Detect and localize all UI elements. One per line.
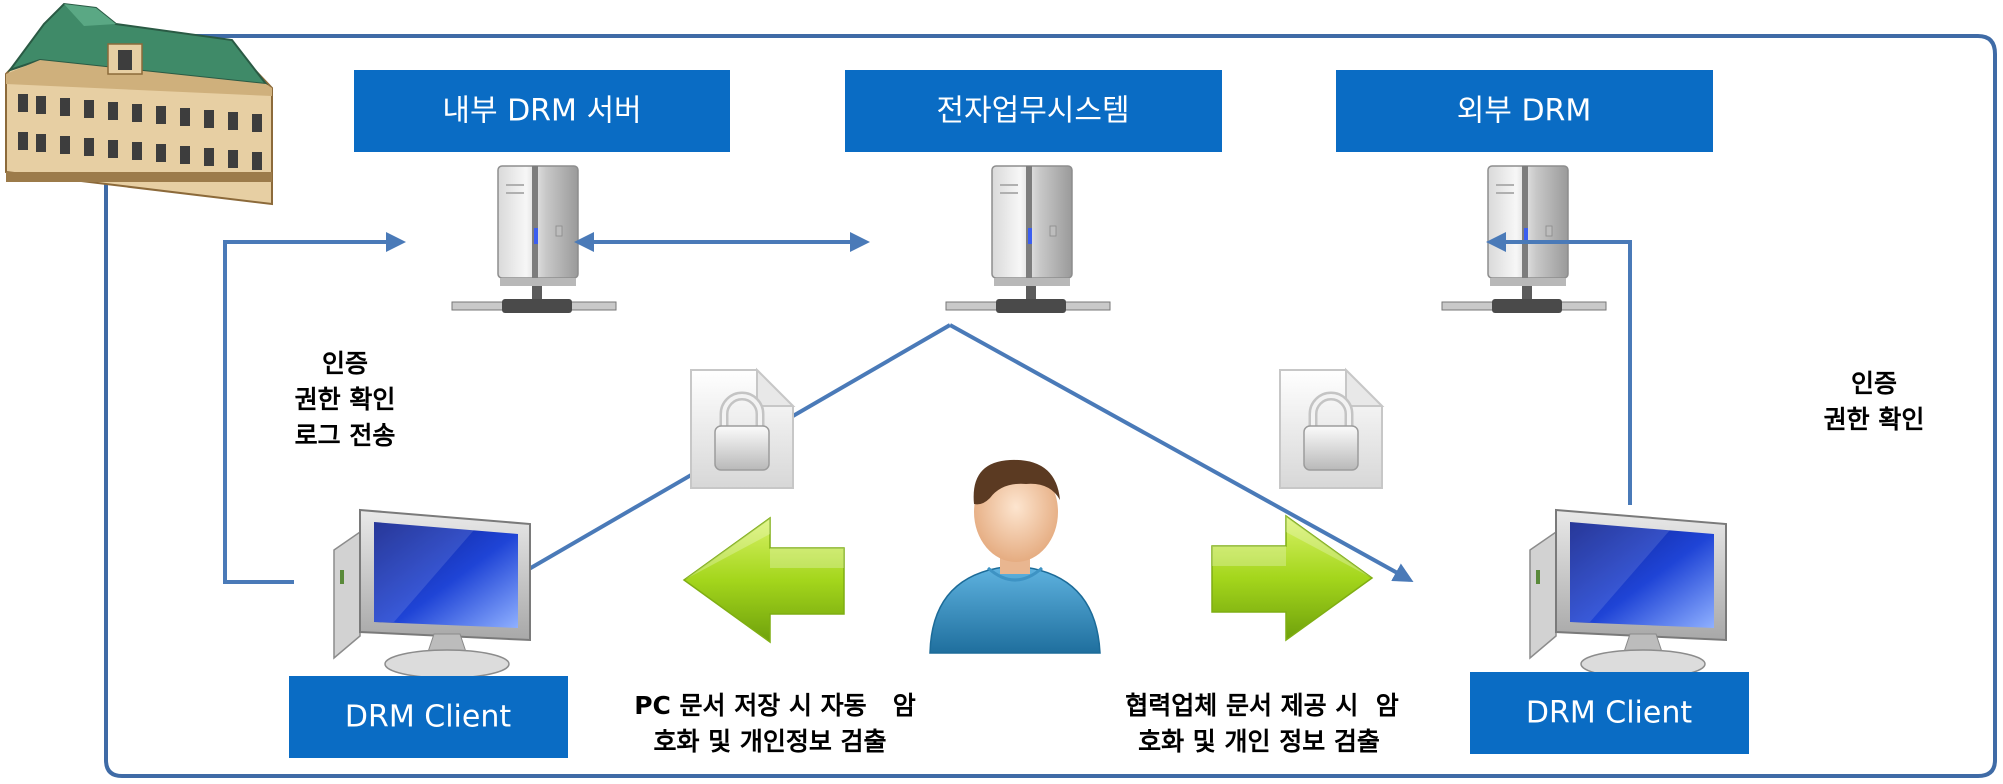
green-arrow-right-icon: [1211, 515, 1373, 641]
drm-client-left-label: DRM Client: [345, 700, 511, 735]
building-icon: [5, 2, 273, 206]
green-arrow-left-icon: [683, 517, 845, 643]
system-to-right-client-connector: [949, 323, 1414, 582]
right-auth-line-1: 인증: [1851, 369, 1897, 398]
external-drm-label: 외부 DRM: [1457, 94, 1592, 129]
drm-client-right-box: DRM Client: [1470, 672, 1749, 754]
bottom-left-line-1: PC 문서 저장 시 자동 암: [634, 691, 916, 720]
lock-document-icon-right: [1280, 370, 1382, 488]
outer-frame: [104, 34, 1997, 778]
electronic-system-label: 전자업무시스템: [936, 94, 1129, 129]
system-server-icon: [945, 165, 1111, 314]
left-auth-line-3: 로그 전송: [295, 421, 396, 450]
internal-drm-server-label: 내부 DRM 서버: [442, 94, 641, 129]
right-client-computer-icon: [1529, 509, 1727, 679]
right-auth-connector: [1486, 232, 1632, 505]
bottom-left-line-2: 호화 및 개인정보 검출: [653, 727, 886, 756]
bottom-left-caption: PC 문서 저장 시 자동 암 호화 및 개인정보 검출: [634, 691, 916, 756]
external-server-icon: [1441, 165, 1607, 314]
lock-document-icon-left: [691, 370, 793, 488]
right-auth-label: 인증 권한 확인: [1824, 369, 1925, 434]
external-drm-box: 외부 DRM: [1336, 70, 1713, 152]
bottom-right-line-2: 호화 및 개인 정보 검출: [1138, 727, 1380, 756]
left-client-computer-icon: [333, 509, 531, 679]
bottom-right-line-1: 협력업체 문서 제공 시 암: [1125, 691, 1399, 720]
bottom-right-caption: 협력업체 문서 제공 시 암 호화 및 개인 정보 검출: [1125, 691, 1399, 756]
drm-client-right-label: DRM Client: [1526, 696, 1692, 731]
left-auth-line-2: 권한 확인: [295, 385, 396, 414]
electronic-system-box: 전자업무시스템: [845, 70, 1222, 152]
left-auth-connector: [223, 232, 406, 584]
right-auth-line-2: 권한 확인: [1824, 405, 1925, 434]
internal-server-icon: [451, 165, 617, 314]
drm-client-left-box: DRM Client: [289, 676, 568, 758]
internal-drm-server-box: 내부 DRM 서버: [354, 70, 730, 152]
left-auth-line-1: 인증: [322, 349, 368, 378]
left-auth-label: 인증 권한 확인 로그 전송: [295, 349, 396, 450]
user-icon: [929, 459, 1101, 654]
